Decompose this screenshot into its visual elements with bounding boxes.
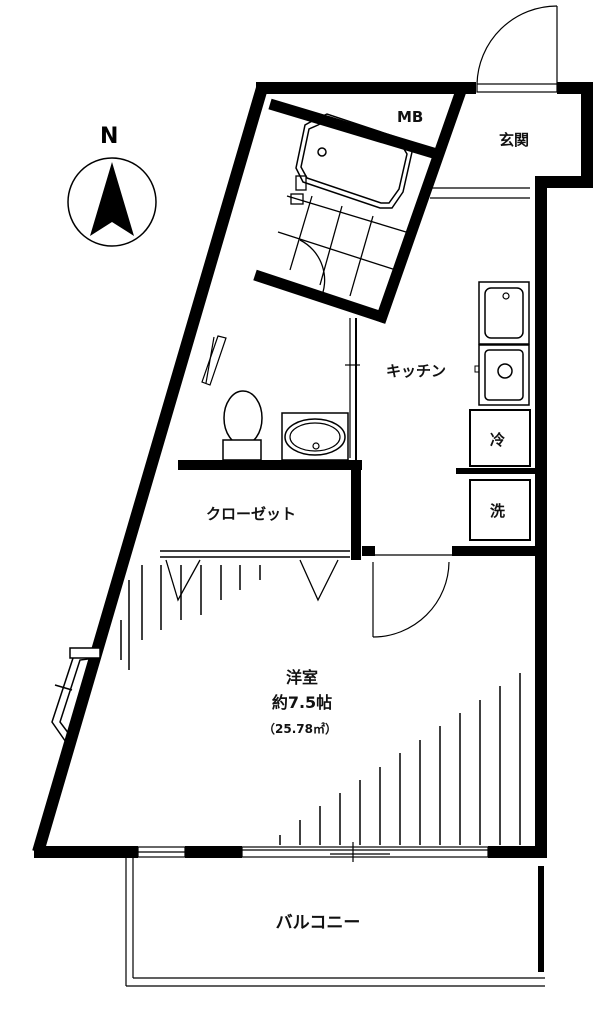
kitchen-fixtures [362,187,541,556]
north-arrow-icon [67,157,157,247]
closet-walls [160,460,361,602]
bottom-windows [137,842,489,862]
entrance-door [476,5,558,93]
room-area-western: （25.78㎡） [263,722,337,736]
room-label-mb: MB [397,108,424,126]
bay-window [51,647,101,746]
room-label-western: 洋室 [285,668,319,687]
room-door [372,561,450,638]
room-label-fridge: 冷 [490,431,506,449]
balcony [125,858,545,987]
room-label-balcony: バルコニー [275,913,361,933]
toilet-window [201,335,227,386]
room-size-western: 約7.5帖 [271,693,333,712]
bath-walls [253,86,468,324]
bathtub [295,113,413,209]
curtain-lines [120,565,521,845]
room-label-kitchen: キッチン [386,362,447,380]
bath-tiles [277,175,407,301]
outer-walls [32,82,593,858]
room-label-closet: クローゼット [206,505,297,523]
room-label-entrance: 玄関 [499,131,530,149]
north-label: N [100,124,119,149]
room-label-washer: 洗 [490,502,506,520]
